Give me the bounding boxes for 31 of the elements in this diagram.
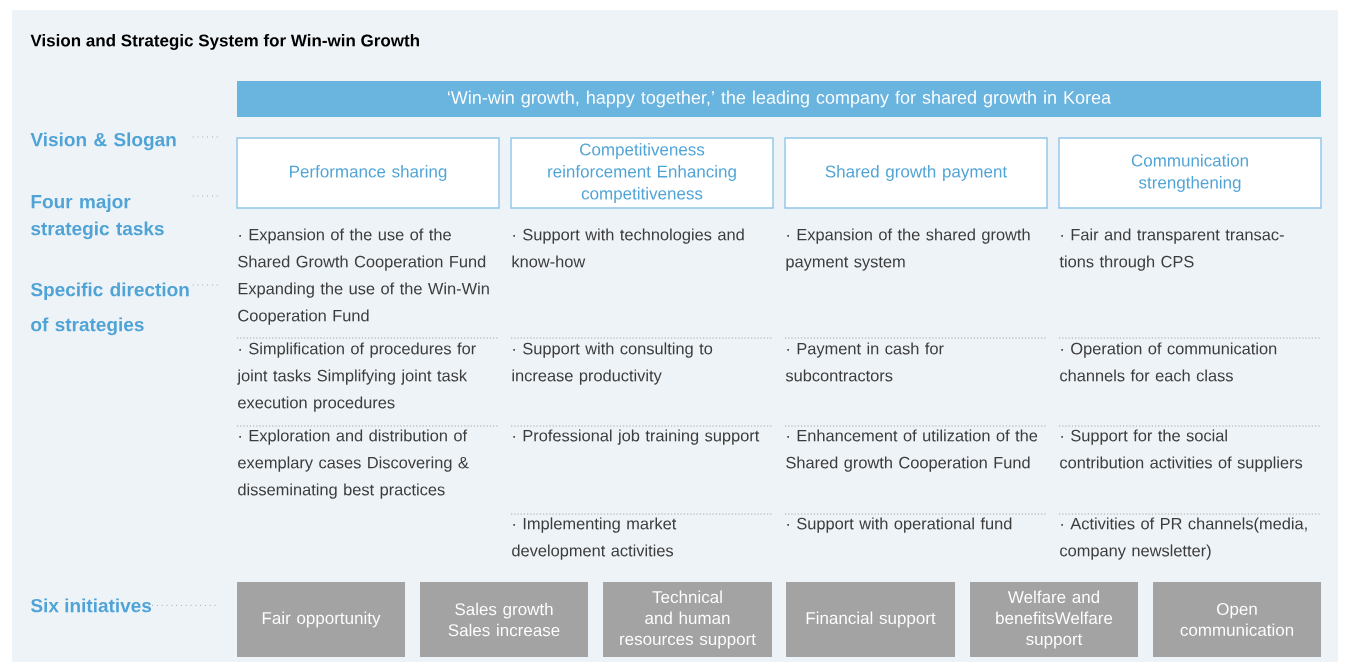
initiative-box: Financial support xyxy=(786,582,955,657)
side-label: Specific direction of strategies xyxy=(30,282,189,336)
strategy-item: · Activities of PR channels(media, company newsletter) xyxy=(1060,517,1307,560)
strategy-item: · Expansion of the shared growth payment system xyxy=(786,228,1030,271)
initiative-box: Sales growth Sales increase xyxy=(420,582,588,657)
strategy-item: · Simplification of procedures for joint tasks Simplifying joint task execution procedures xyxy=(237,342,476,412)
strategy-item: · Support with operational fund xyxy=(787,517,1012,533)
side-label: Four major strategic tasks xyxy=(31,194,164,240)
vision-banner: ‘Win-win growth, happy together,’ the leading company for shared growth in Korea xyxy=(237,81,1321,117)
strategy-item: · Professional job training support xyxy=(513,429,760,445)
initiative-box: Welfare and benefitsWelfare support xyxy=(970,582,1138,657)
strategy-item: · Support for the social contribution activities of suppliers xyxy=(1060,429,1303,472)
strategy-item: · Expansion of the use of the Shared Growth Cooperation Fund Expanding the use of the Win-Win Cooperation Fund xyxy=(238,228,489,325)
strategy-item: · Exploration and distribution of exemplary cases Discovering & disseminating best practices xyxy=(238,429,469,499)
task-box: Performance sharing xyxy=(236,137,500,209)
strategy-item: · Implementing market development activities xyxy=(512,517,677,560)
initiative-box: Technical and human resources support xyxy=(603,582,772,657)
diagram-title: Vision and Strategic System for Win-win Growth xyxy=(30,34,419,50)
task-box: Communication strengthening xyxy=(1058,137,1322,209)
strategy-item: · Support with consulting to increase productivity xyxy=(512,342,713,385)
initiative-box: Open communication xyxy=(1153,582,1321,657)
strategy-item: · Support with technologies and know-how xyxy=(512,228,744,268)
side-label: Vision & Slogan xyxy=(30,132,176,151)
strategy-item: · Operation of communication channels for each class xyxy=(1060,342,1277,382)
task-box: Shared growth payment xyxy=(784,137,1048,209)
task-box: Competitiveness reinforcement Enhancing competitiveness xyxy=(510,137,774,209)
strategy-item: · Enhancement of utilization of the Shared growth Cooperation Fund xyxy=(786,429,1038,472)
strategy-item: · Fair and transparent transac-tions through CPS xyxy=(1059,228,1284,271)
strategy-item: · Payment in cash for subcontractors xyxy=(785,342,944,382)
initiative-box: Fair opportunity xyxy=(237,582,405,657)
side-label: Six initiatives xyxy=(30,598,152,613)
